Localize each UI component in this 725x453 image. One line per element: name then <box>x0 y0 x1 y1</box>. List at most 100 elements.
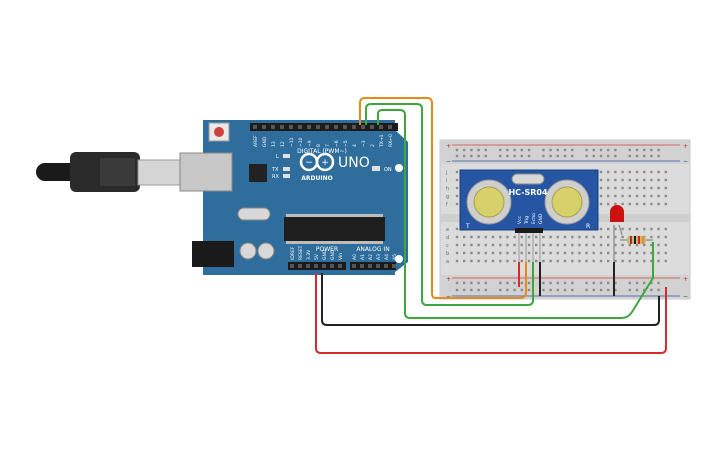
breadboard-hole[interactable] <box>463 235 466 239</box>
breadboard-hole[interactable] <box>499 235 502 239</box>
breadboard-hole[interactable] <box>664 178 667 182</box>
breadboard-hole[interactable] <box>628 202 631 206</box>
breadboard-hole[interactable] <box>484 281 487 285</box>
breadboard-hole[interactable] <box>463 251 466 255</box>
breadboard-hole[interactable] <box>599 186 603 190</box>
breadboard-hole[interactable] <box>491 243 495 247</box>
breadboard-hole[interactable] <box>542 148 545 152</box>
analog-pin-socket[interactable] <box>360 264 364 268</box>
breadboard-hole[interactable] <box>607 186 610 190</box>
breadboard-hole[interactable] <box>470 281 473 285</box>
breadboard-hole[interactable] <box>455 170 459 174</box>
breadboard-hole[interactable] <box>664 235 667 239</box>
breadboard-hole[interactable] <box>643 178 646 182</box>
breadboard-hole[interactable] <box>599 227 603 231</box>
breadboard-hole[interactable] <box>556 235 559 239</box>
breadboard-hole[interactable] <box>599 288 603 292</box>
breadboard-hole[interactable] <box>621 202 624 206</box>
breadboard-hole[interactable] <box>455 186 459 190</box>
breadboard-hole[interactable] <box>621 170 624 174</box>
breadboard-hole[interactable] <box>563 259 567 263</box>
breadboard-hole[interactable] <box>513 259 516 263</box>
breadboard-hole[interactable] <box>621 194 624 198</box>
digital-pin-socket[interactable] <box>307 125 311 129</box>
breadboard-hole[interactable] <box>563 235 567 239</box>
breadboard-hole[interactable] <box>477 148 480 152</box>
breadboard-hole[interactable] <box>628 170 631 174</box>
breadboard-hole[interactable] <box>506 288 509 292</box>
breadboard-hole[interactable] <box>549 148 552 152</box>
breadboard-hole[interactable] <box>556 259 559 263</box>
breadboard-hole[interactable] <box>527 281 531 285</box>
breadboard-hole[interactable] <box>657 235 660 239</box>
breadboard-hole[interactable] <box>542 288 545 292</box>
breadboard-hole[interactable] <box>628 259 631 263</box>
breadboard-hole[interactable] <box>513 148 516 152</box>
breadboard-hole[interactable] <box>650 202 653 206</box>
breadboard-hole[interactable] <box>527 235 531 239</box>
breadboard-hole[interactable] <box>506 154 509 158</box>
breadboard-hole[interactable] <box>513 154 516 158</box>
breadboard-hole[interactable] <box>635 194 639 198</box>
breadboard-hole[interactable] <box>484 251 487 255</box>
breadboard-hole[interactable] <box>592 235 595 239</box>
breadboard-hole[interactable] <box>607 227 610 231</box>
breadboard-hole[interactable] <box>571 281 574 285</box>
breadboard-hole[interactable] <box>614 202 617 206</box>
digital-pin-socket[interactable] <box>289 125 293 129</box>
breadboard-hole[interactable] <box>650 251 653 255</box>
breadboard-hole[interactable] <box>527 148 531 152</box>
breadboard-hole[interactable] <box>571 235 574 239</box>
breadboard-hole[interactable] <box>621 251 624 255</box>
breadboard-hole[interactable] <box>556 281 559 285</box>
breadboard-hole[interactable] <box>585 259 588 263</box>
breadboard-hole[interactable] <box>477 235 480 239</box>
breadboard-hole[interactable] <box>542 235 545 239</box>
power-pin-socket[interactable] <box>338 264 342 268</box>
breadboard-hole[interactable] <box>650 281 653 285</box>
breadboard-hole[interactable] <box>592 259 595 263</box>
analog-pin-socket[interactable] <box>384 264 388 268</box>
breadboard-hole[interactable] <box>628 186 631 190</box>
breadboard-hole[interactable] <box>664 227 667 231</box>
breadboard-hole[interactable] <box>599 259 603 263</box>
breadboard-hole[interactable] <box>607 194 610 198</box>
digital-pin-socket[interactable] <box>361 125 365 129</box>
breadboard-hole[interactable] <box>599 178 603 182</box>
breadboard-hole[interactable] <box>657 154 660 158</box>
breadboard-hole[interactable] <box>499 148 502 152</box>
breadboard-hole[interactable] <box>542 259 545 263</box>
breadboard-hole[interactable] <box>520 243 523 247</box>
breadboard-hole[interactable] <box>635 288 639 292</box>
breadboard-hole[interactable] <box>635 154 639 158</box>
breadboard-hole[interactable] <box>592 288 595 292</box>
breadboard-hole[interactable] <box>513 235 516 239</box>
breadboard-hole[interactable] <box>506 235 509 239</box>
breadboard-hole[interactable] <box>607 243 610 247</box>
breadboard-hole[interactable] <box>628 288 631 292</box>
breadboard-hole[interactable] <box>513 251 516 255</box>
breadboard-hole[interactable] <box>527 251 531 255</box>
breadboard-hole[interactable] <box>542 243 545 247</box>
breadboard-hole[interactable] <box>628 281 631 285</box>
breadboard-hole[interactable] <box>520 235 523 239</box>
breadboard-hole[interactable] <box>585 251 588 255</box>
breadboard-hole[interactable] <box>463 243 466 247</box>
breadboard-hole[interactable] <box>643 202 646 206</box>
breadboard-hole[interactable] <box>578 243 581 247</box>
breadboard-hole[interactable] <box>607 259 610 263</box>
breadboard-hole[interactable] <box>585 148 588 152</box>
breadboard-hole[interactable] <box>599 281 603 285</box>
breadboard-hole[interactable] <box>535 251 538 255</box>
breadboard-hole[interactable] <box>650 243 653 247</box>
breadboard-hole[interactable] <box>614 170 617 174</box>
breadboard-hole[interactable] <box>585 154 588 158</box>
breadboard-hole[interactable] <box>643 194 646 198</box>
breadboard-hole[interactable] <box>657 202 660 206</box>
breadboard-hole[interactable] <box>614 243 617 247</box>
breadboard-hole[interactable] <box>499 281 502 285</box>
breadboard-hole[interactable] <box>563 281 567 285</box>
breadboard-hole[interactable] <box>571 251 574 255</box>
breadboard-hole[interactable] <box>455 154 459 158</box>
breadboard-hole[interactable] <box>463 154 466 158</box>
